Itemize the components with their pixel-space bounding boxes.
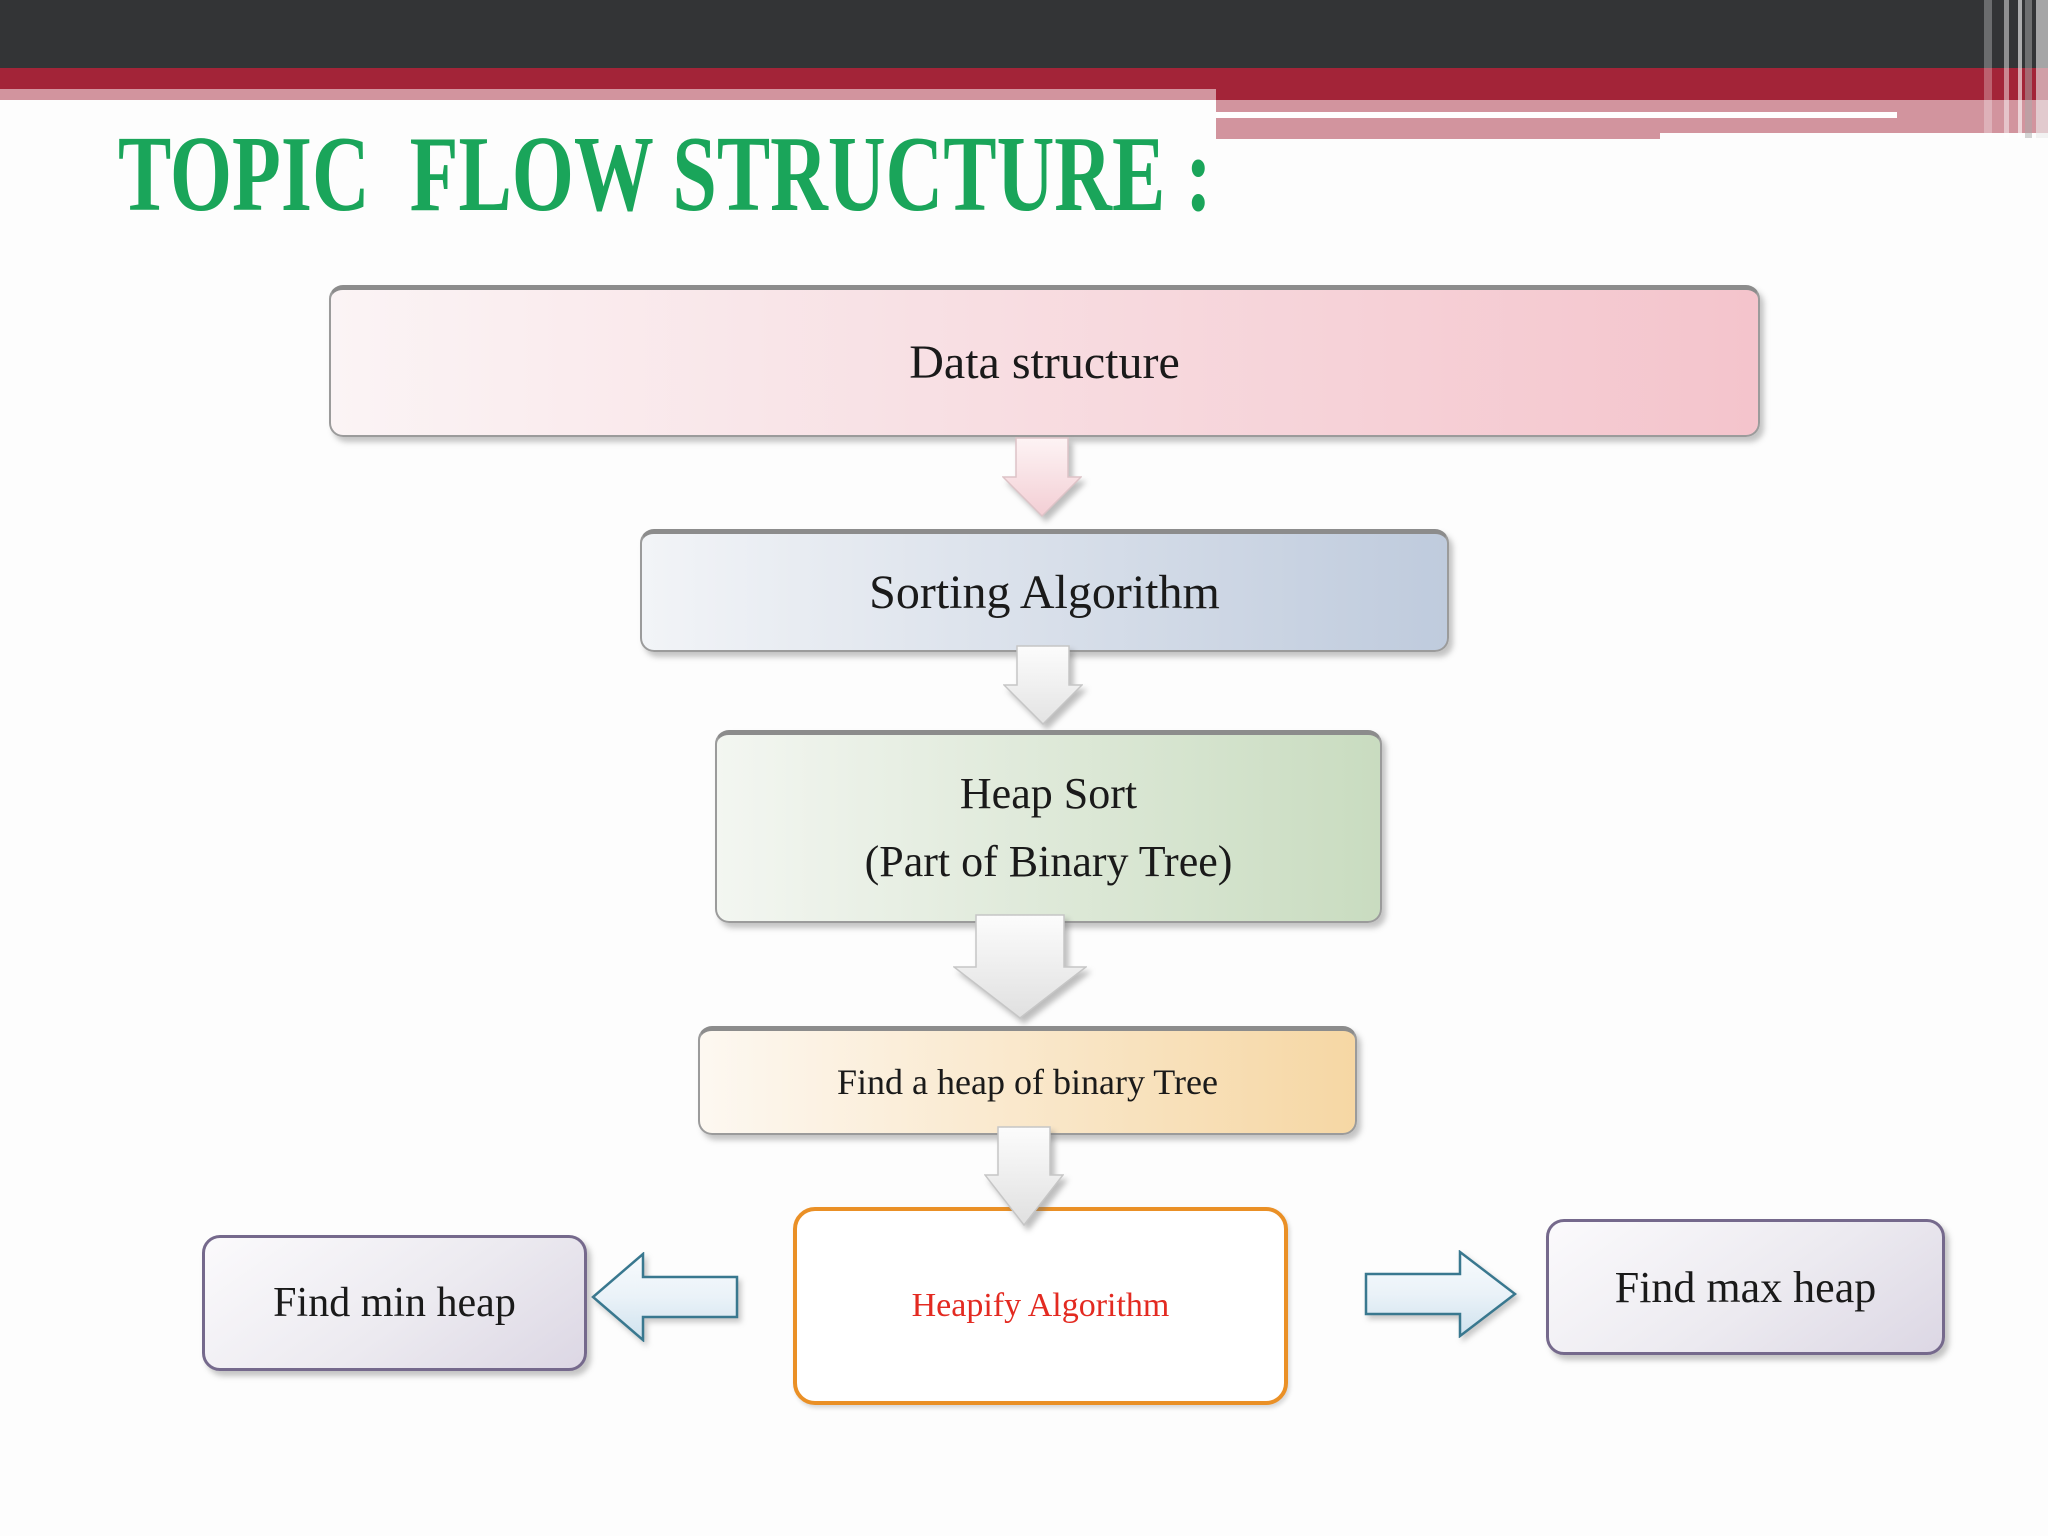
header-crimson-stripe-right xyxy=(1216,89,2048,100)
left-arrow-icon xyxy=(591,1252,739,1342)
node-label: Find min heap xyxy=(273,1280,516,1326)
header-pink-stripe-left xyxy=(0,89,1216,100)
node-label: Heapify Algorithm xyxy=(911,1287,1170,1324)
flow-node-heap-sort: Heap Sort (Part of Binary Tree) xyxy=(715,730,1382,923)
header-dark-bar xyxy=(0,0,2048,68)
accent-stripe xyxy=(2004,0,2009,138)
accent-stripe xyxy=(1984,0,1992,138)
node-label: Find max heap xyxy=(1614,1262,1877,1312)
node-label-line2: (Part of Binary Tree) xyxy=(864,837,1233,886)
flow-node-heapify-algorithm: Heapify Algorithm xyxy=(793,1207,1288,1405)
down-arrow-icon xyxy=(1002,437,1082,517)
flow-node-find-max-heap: Find max heap xyxy=(1546,1219,1945,1355)
accent-stripe xyxy=(2025,0,2032,138)
accent-stripe xyxy=(2036,0,2048,138)
right-arrow-icon xyxy=(1364,1250,1517,1338)
flow-node-find-min-heap: Find min heap xyxy=(202,1235,587,1371)
down-arrow-icon xyxy=(984,1126,1064,1226)
node-label-line1: Heap Sort xyxy=(959,768,1138,818)
flow-node-sorting-algorithm: Sorting Algorithm xyxy=(640,529,1449,652)
header-white-line xyxy=(1216,112,1897,118)
node-label: Data structure xyxy=(909,336,1180,389)
accent-stripe xyxy=(2018,0,2022,138)
node-label: Sorting Algorithm xyxy=(869,565,1220,619)
header-crimson-stripe xyxy=(0,68,2048,89)
down-arrow-icon xyxy=(1003,645,1083,725)
page-title: TOPIC FLOW STRUCTURE : xyxy=(118,115,1212,234)
flow-node-find-heap: Find a heap of binary Tree xyxy=(698,1026,1357,1135)
node-label: Find a heap of binary Tree xyxy=(837,1062,1218,1102)
header-pink-band-lower xyxy=(1216,133,1660,139)
flow-node-data-structure: Data structure xyxy=(329,285,1760,437)
down-arrow-icon xyxy=(953,914,1087,1019)
header-accent-stripes xyxy=(1978,0,2048,138)
